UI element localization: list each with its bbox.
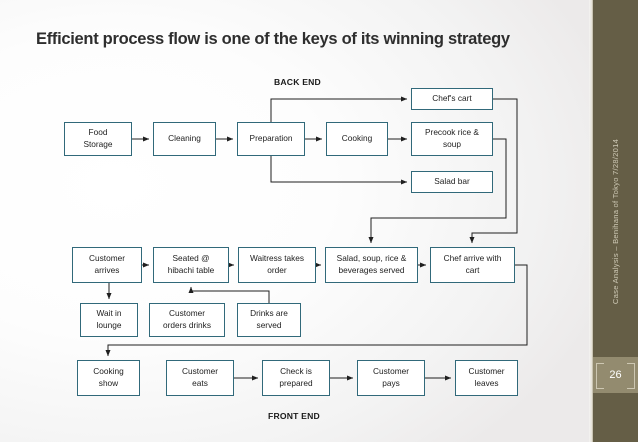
flow-node-precook-rice[interactable]: Precook rice &soup xyxy=(411,122,493,156)
connector-chefs-cart-to-chef-arrive xyxy=(469,98,518,244)
flow-node-cleaning[interactable]: Cleaning xyxy=(153,122,216,156)
flow-node-label: Seated @hibachi table xyxy=(167,253,215,275)
connector-preparation-to-chefs-cart xyxy=(270,96,408,122)
flow-node-preparation[interactable]: Preparation xyxy=(237,122,305,156)
sidebar-caption-text: Case Analysis – Benihana of Tokyo 7/28/2… xyxy=(611,138,620,304)
flow-node-label: Salad, soup, rice &beverages served xyxy=(336,253,407,275)
page-number-badge: 26 xyxy=(593,357,638,393)
front-end-label: FRONT END xyxy=(268,411,320,421)
connector-preparation-to-salad-bar xyxy=(270,156,408,185)
flow-node-label: Salad bar xyxy=(434,176,470,187)
flow-node-label: Cleaning xyxy=(168,133,201,144)
connector-chef-arrive-to-cooking-show xyxy=(105,264,528,357)
page-title: Efficient process flow is one of the key… xyxy=(36,30,510,48)
page-number: 26 xyxy=(609,369,622,381)
flow-node-salad-served[interactable]: Salad, soup, rice &beverages served xyxy=(325,247,418,283)
flow-node-cooking[interactable]: Cooking xyxy=(326,122,388,156)
connector-precook-rice-to-salad-served xyxy=(368,138,507,244)
flow-node-seated-hibachi[interactable]: Seated @hibachi table xyxy=(153,247,229,283)
back-end-label: BACK END xyxy=(274,77,321,87)
bracket-right-icon xyxy=(627,363,635,389)
connector-drinks-served-to-seated-hibachi xyxy=(188,286,270,303)
flow-node-salad-bar[interactable]: Salad bar xyxy=(411,171,493,193)
flow-node-label: Chef's cart xyxy=(432,93,472,104)
flow-node-label: Preparation xyxy=(249,133,293,144)
sidebar-edge xyxy=(589,0,593,442)
flow-node-label: Precook rice &soup xyxy=(425,127,479,149)
bracket-left-icon xyxy=(596,363,604,389)
flow-node-chefs-cart[interactable]: Chef's cart xyxy=(411,88,493,110)
flow-node-label: Cooking xyxy=(341,133,373,144)
